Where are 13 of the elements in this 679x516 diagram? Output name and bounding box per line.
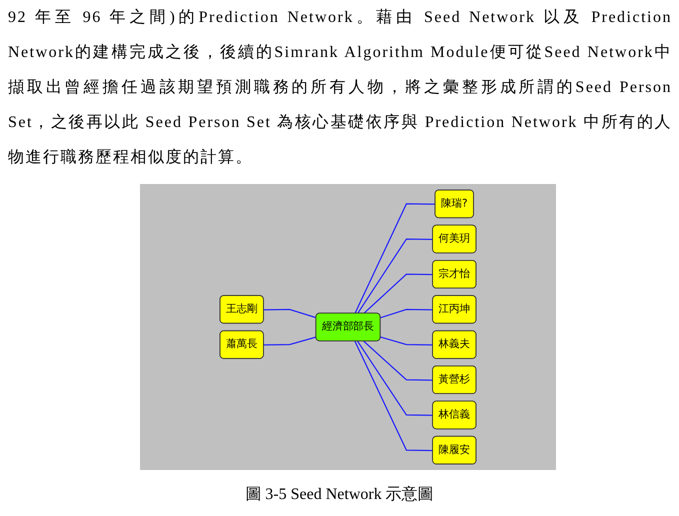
connector xyxy=(380,336,433,346)
connector xyxy=(354,340,433,452)
diagram-background: 陳瑞? 何美玥 宗才怡 王志剛 江丙坤 蕭萬長 林義夫 經濟部部長 黃營杉 林信義 陳履安 xyxy=(140,184,556,470)
figure-caption: 圖 3-5 Seed Network 示意圖 xyxy=(245,484,434,505)
connector xyxy=(357,238,433,314)
connector xyxy=(380,308,433,318)
connector xyxy=(354,203,436,314)
connector xyxy=(357,340,433,416)
connector xyxy=(363,340,433,381)
connector xyxy=(363,274,433,314)
connector xyxy=(264,336,316,346)
paragraph: 92 年至 96 年之間)的Prediction Network。藉由 Seed Network 以及 Prediction Network的建構完成之後，後續的Simrank Algorithm Module便可從Seed Network中擷取出曾經擔任過該期望預測職務的所有人物，將之彙整形成所謂的Seed Person Set，之後再以此 Seed Person Set 為核心基礎依序與 Prediction Network 中所有的人物進行職務歷程相似度的計算。 xyxy=(8,8,672,168)
connector xyxy=(264,308,316,318)
